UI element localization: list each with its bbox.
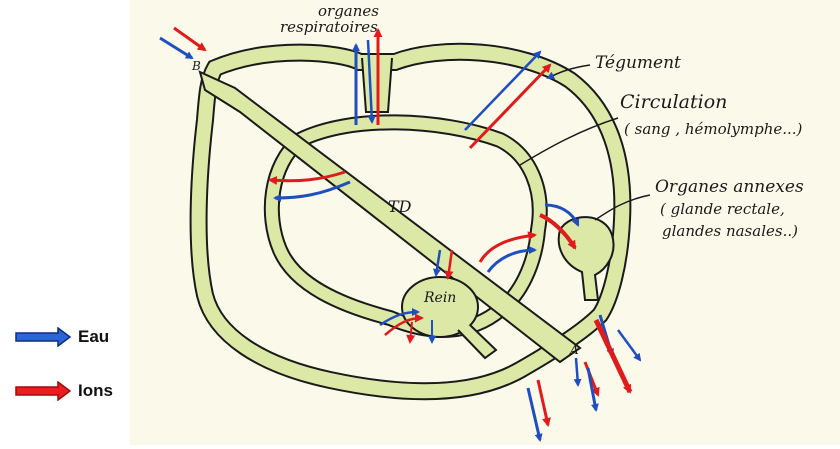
legend-label-eau: Eau — [78, 327, 110, 346]
label-respiratoires: respiratoires — [280, 18, 378, 36]
label-organes: organes — [318, 2, 379, 20]
legend-item-ions: Ions — [14, 381, 113, 401]
label-td: TD — [388, 197, 412, 216]
digestive-tract — [198, 70, 582, 364]
legend-label-ions: Ions — [78, 381, 113, 400]
legend-item-eau: Eau — [14, 327, 109, 347]
label-glande-rectale: ( glande rectale, — [660, 200, 785, 218]
label-glandes-nasales: glandes nasales..) — [662, 222, 798, 240]
annexes-pointer — [594, 194, 651, 221]
blue-arrow-icon — [15, 327, 72, 347]
tegument-pointer — [546, 64, 591, 79]
annex-organ — [557, 216, 615, 301]
label-point-b: B — [191, 59, 201, 73]
label-rein: Rein — [423, 290, 456, 306]
flux-arrows — [159, 26, 642, 442]
label-point-a: A — [569, 343, 579, 357]
circulation-pointer — [519, 117, 619, 166]
label-circulation-detail: ( sang , hémolymphe...) — [624, 120, 803, 138]
label-circulation: Circulation — [620, 91, 727, 113]
paper-background — [130, 0, 840, 445]
label-tegument: Tégument — [595, 53, 681, 73]
label-organes-annexes: Organes annexes — [655, 177, 804, 197]
red-arrow-icon — [15, 381, 72, 401]
